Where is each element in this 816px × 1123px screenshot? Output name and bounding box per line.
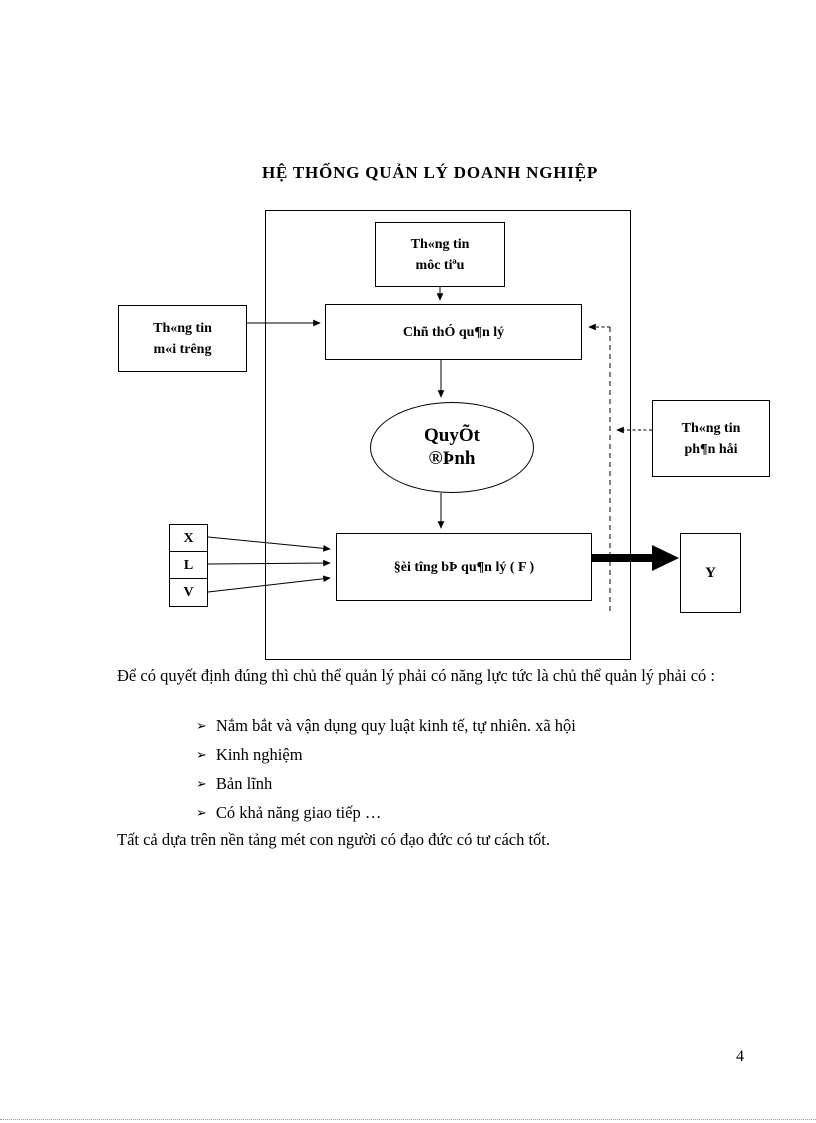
box-input-l: L: [169, 551, 208, 579]
body-paragraph: Để có quyết định đúng thì chủ thể quản l…: [117, 666, 715, 685]
box-info-environment-line2: m«i trêng: [153, 341, 212, 357]
bullet-item: ➢ Kinh nghiệm: [196, 745, 741, 774]
box-managed-object-label: §èi tîng bÞ qu¶n lý ( F ): [393, 559, 535, 575]
arrow-bullet-icon: ➢: [196, 748, 207, 763]
box-info-objective-line2: môc tiªu: [415, 257, 465, 273]
box-managed-object: §èi tîng bÞ qu¶n lý ( F ): [336, 533, 592, 601]
bullet-text: Có khả năng giao tiếp …: [215, 803, 382, 822]
page-bottom-dotted-line: [0, 1119, 816, 1120]
box-input-x: X: [169, 524, 208, 552]
box-info-environment-line1: Th«ng tin: [153, 320, 212, 336]
box-output-y: Y: [680, 533, 741, 613]
ellipse-decision-line1: QuyÕt: [424, 424, 480, 446]
bullet-text: Bản lĩnh: [215, 774, 273, 793]
bullet-item: ➢ Bản lĩnh: [196, 774, 741, 803]
box-input-v: V: [169, 578, 208, 607]
bullet-text: Nắm bắt và vận dụng quy luật kinh tế, tự…: [215, 716, 576, 735]
box-info-feedback: Th«ng tin ph¶n håi: [652, 400, 770, 477]
ellipse-decision: QuyÕt ®Þnh: [370, 402, 534, 493]
arrow-bullet-icon: ➢: [196, 719, 207, 734]
box-input-x-label: X: [183, 530, 194, 546]
box-input-v-label: V: [183, 585, 194, 600]
box-management-subject-label: Chñ thÓ qu¶n lý: [402, 324, 505, 340]
box-info-objective: Th«ng tin môc tiªu: [375, 222, 505, 287]
page-number: 4: [736, 1048, 744, 1065]
closing-line: Tất cả dựa trên nền tảng mét con người c…: [117, 830, 551, 849]
ellipse-decision-line2: ®Þnh: [428, 447, 476, 469]
bullet-item: ➢ Nắm bắt và vận dụng quy luật kinh tế, …: [196, 716, 741, 745]
box-info-environment: Th«ng tin m«i trêng: [118, 305, 247, 372]
bullet-list: ➢ Nắm bắt và vận dụng quy luật kinh tế, …: [196, 716, 741, 832]
page-title: HỆ THỐNG QUẢN LÝ DOANH NGHIỆP: [262, 163, 598, 182]
box-info-objective-line1: Th«ng tin: [410, 236, 470, 252]
box-management-subject: Chñ thÓ qu¶n lý: [325, 304, 582, 360]
bullet-item: ➢ Có khả năng giao tiếp …: [196, 803, 741, 832]
box-info-feedback-line1: Th«ng tin: [681, 420, 741, 436]
diagram-frame: [265, 210, 631, 660]
box-input-l-label: L: [183, 557, 194, 573]
arrow-bullet-icon: ➢: [196, 777, 207, 792]
arrow-bullet-icon: ➢: [196, 806, 207, 821]
box-info-feedback-line2: ph¶n håi: [684, 441, 738, 457]
box-output-y-label: Y: [705, 564, 716, 581]
bullet-text: Kinh nghiệm: [215, 745, 303, 764]
